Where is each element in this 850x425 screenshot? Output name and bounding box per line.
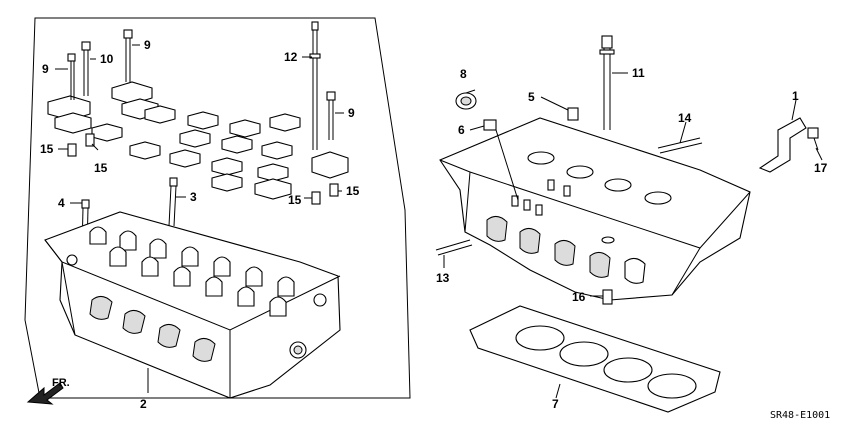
cylinder-head-cover: [439, 117, 751, 301]
callout-5: 5: [528, 90, 535, 104]
breather-fitting: [483, 107, 579, 131]
callout-7: 7: [552, 397, 559, 411]
leader-lines: [55, 44, 823, 399]
callout-13: 13: [436, 271, 450, 285]
cylinder-head-kit-outline: [24, 17, 411, 399]
cylinder-head-gasket: [469, 305, 721, 413]
callout-9-right: 9: [348, 106, 355, 120]
callout-4: 4: [58, 196, 65, 210]
callout-15-d: 15: [346, 184, 360, 198]
callout-12: 12: [284, 50, 298, 64]
camshaft-holders: [47, 81, 349, 200]
dowel-pin-16: [602, 289, 613, 305]
grommet: [455, 92, 477, 110]
camshaft-holder-bolts: [67, 21, 336, 150]
callout-17: 17: [814, 161, 828, 175]
engine-hanger-bracket: [758, 117, 807, 173]
callout-16: 16: [572, 290, 586, 304]
diagram-code: SR48-E1001: [770, 410, 830, 421]
dowel-pins: [67, 133, 339, 205]
head-bolt: [599, 35, 615, 130]
callout-14: 14: [678, 111, 692, 125]
callout-numbers: 9 10 9 12 9 15 15 15 15 3 4 2 8 5 6 11 1…: [40, 38, 828, 411]
callout-8: 8: [460, 67, 467, 81]
callout-10: 10: [100, 52, 114, 66]
direction-label: FR.: [52, 377, 70, 389]
callout-15-b: 15: [94, 161, 108, 175]
front-direction-arrow: FR.: [26, 377, 70, 405]
callout-9-top: 9: [144, 38, 151, 52]
callout-6: 6: [458, 123, 465, 137]
stud-bolt-14: [657, 137, 703, 154]
callout-15-c: 15: [288, 193, 302, 207]
callout-3: 3: [190, 190, 197, 204]
cylinder-head: [44, 211, 341, 399]
callout-11: 11: [632, 66, 645, 80]
callout-1: 1: [792, 89, 799, 103]
callout-15-a: 15: [40, 142, 54, 156]
callout-9-left: 9: [42, 62, 49, 76]
callout-2: 2: [140, 397, 147, 411]
stud-bolt-13: [435, 239, 473, 256]
hanger-bolt: [807, 127, 819, 151]
